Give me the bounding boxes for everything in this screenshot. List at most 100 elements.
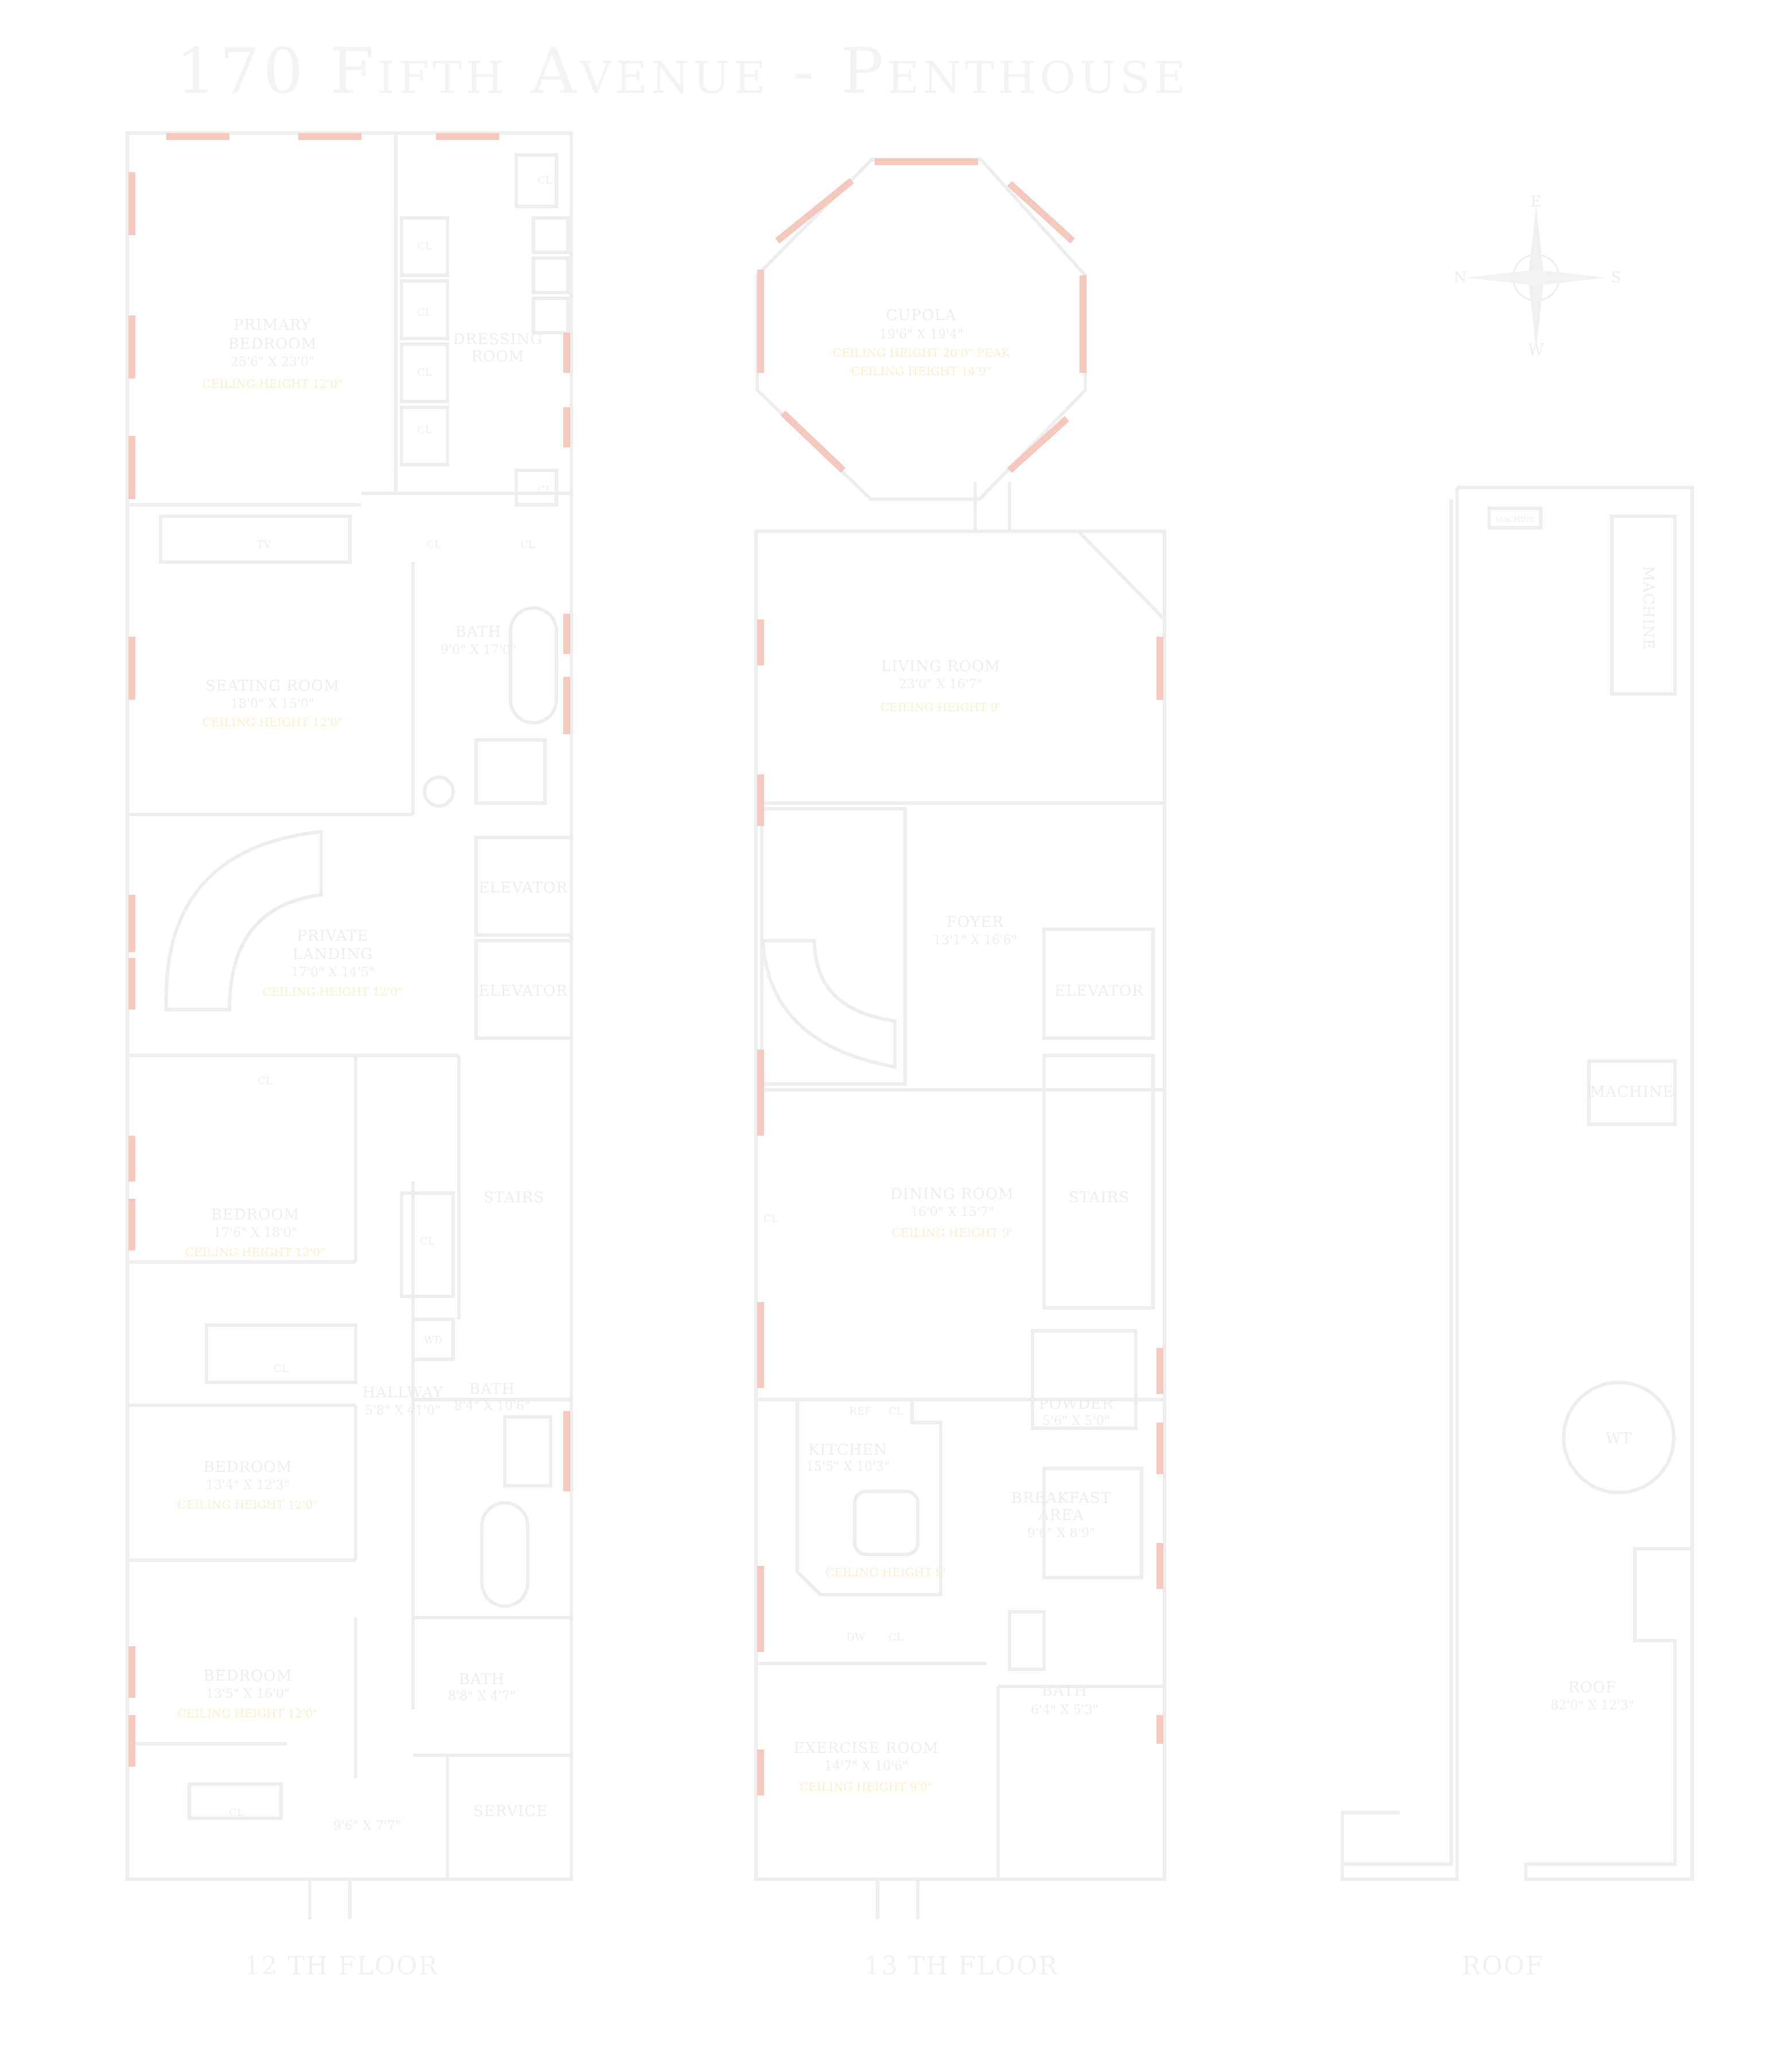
powder-room [1031,1329,1137,1430]
closet [532,297,570,334]
room-dims: 5'8" X 41'0" [365,1404,441,1418]
elevator-shaft [474,836,573,937]
room-name: POWDER [1039,1396,1114,1413]
roof-plan [1341,486,1694,1881]
room-name: HALLWAY [362,1384,443,1401]
closet [532,256,570,294]
laundry [411,1318,455,1361]
room-name: ROOM [472,348,525,365]
water-tank-label: WT [1606,1430,1632,1447]
closet-label: CL [889,1405,903,1417]
plan-title: 170 Fifth Avenue - Penthouse [176,34,1190,108]
closet-label: CL [417,240,432,252]
kitchen-island [853,1490,920,1556]
closet [188,1782,283,1820]
breakfast-area [1042,1467,1143,1579]
closet [400,1191,455,1298]
closet-label: CL [417,306,432,318]
room-dims: 19'6" X 19'4" [879,328,963,342]
closet-label: CL [274,1363,289,1375]
floor-13-plan [754,158,1166,1919]
shower [474,738,547,805]
room-name: ELEVATOR [478,879,568,897]
roof-outline [1341,486,1694,1881]
floor-label-13: 13 TH FLOOR [864,1951,1059,1981]
closet [515,153,558,208]
room-dims: 14'7" X 10'6" [824,1759,908,1774]
room-name: STAIRS [484,1189,544,1206]
shower [503,1415,552,1487]
compass-north: N [1454,269,1467,286]
ceiling-height: CEILING HEIGHT 9'0" [800,1780,933,1794]
room-name: BEDROOM [204,1459,293,1476]
fridge [1008,1610,1046,1671]
ceiling-height: CEILING HEIGHT 12'0" [202,715,343,729]
closet [532,216,570,254]
floor-12-plan [126,131,573,1919]
spiral-stair [164,829,323,1011]
compass-south: S [1611,269,1622,286]
ceiling-height: CEILING HEIGHT 12'0" [178,1706,318,1720]
fridge-label: REF [849,1405,871,1417]
ceiling-height: CEILING HEIGHT 12'0" [185,1245,326,1259]
room-name: AREA [1038,1507,1084,1524]
room-name: ELEVATOR [1054,983,1144,1000]
floor-13-outline [754,529,1166,1881]
room-name: SEATING ROOM [205,677,340,695]
room-dims: 5'6" X 5'0" [1042,1414,1110,1428]
water-tank [1562,1381,1676,1494]
closet [400,342,449,403]
closet-label: CL [258,1075,272,1087]
stair-well [1042,1054,1155,1310]
closet [205,1323,357,1384]
floor-label-roof: ROOF [1462,1951,1544,1981]
room-dims: 17'6" X 18'0" [213,1226,297,1240]
room-name: KITCHEN [808,1441,887,1459]
closet-label: CL [229,1807,244,1819]
room-name: BEDROOM [204,1667,293,1685]
ceiling-height: CEILING HEIGHT 14'9" [851,364,992,378]
window [1007,181,1076,244]
room-name: BREAKFAST [1011,1490,1112,1507]
room-name: BATH [1042,1682,1088,1700]
ceiling-height: CEILING HEIGHT 9' [892,1226,1012,1240]
ceiling-height: CEILING HEIGHT 9' [881,700,1001,714]
room-name: DRESSING [453,331,543,348]
room-name: BEDROOM [211,1206,300,1224]
room-name: BATH [455,624,501,641]
room-name: FOYER [946,914,1004,931]
room-name: DINING ROOM [890,1186,1014,1203]
room-dims: 17'0" X 14'5" [291,965,375,980]
closet [400,406,449,466]
closet [515,469,558,506]
room-dims: 23'0" X 16'7" [899,677,983,692]
window [775,178,854,244]
room-dims: 13'5" X 16'0" [206,1687,290,1701]
closet-label: CL [417,367,432,379]
room-dims: 8'4" X 10'6" [454,1399,530,1413]
machine-label: MACHINE [1590,1084,1674,1101]
room-dims: 9'0" X 17'0" [441,643,516,657]
machine-label: MACHINE [1495,516,1535,524]
floor-label-12: 12 TH FLOOR [244,1951,439,1981]
toilet [423,776,455,808]
machine-box [1587,1059,1677,1126]
room-name: STAIRS [1069,1189,1129,1206]
machine-box [1487,506,1542,529]
room-dims: 9'6" X 7'7" [333,1819,401,1833]
room-dims: 16'0" X 15'7" [910,1205,994,1219]
room-dims: 18'0" X 15'0" [231,697,314,711]
closet-label: CL [420,1236,435,1248]
closet-label: CL [537,174,552,186]
closet-label: CL [426,539,441,551]
closet [400,216,449,277]
window [780,410,846,473]
room-name: PRIVATE [297,928,368,945]
elevator-shaft [1042,928,1155,1040]
machine-box [1610,515,1677,696]
compass-west: W [1528,341,1544,359]
room-dims: 13'1" X 16'6" [933,933,1017,948]
room-dims: 82'0" X 12'3" [1551,1698,1634,1713]
room-name: ROOF [1568,1679,1616,1696]
